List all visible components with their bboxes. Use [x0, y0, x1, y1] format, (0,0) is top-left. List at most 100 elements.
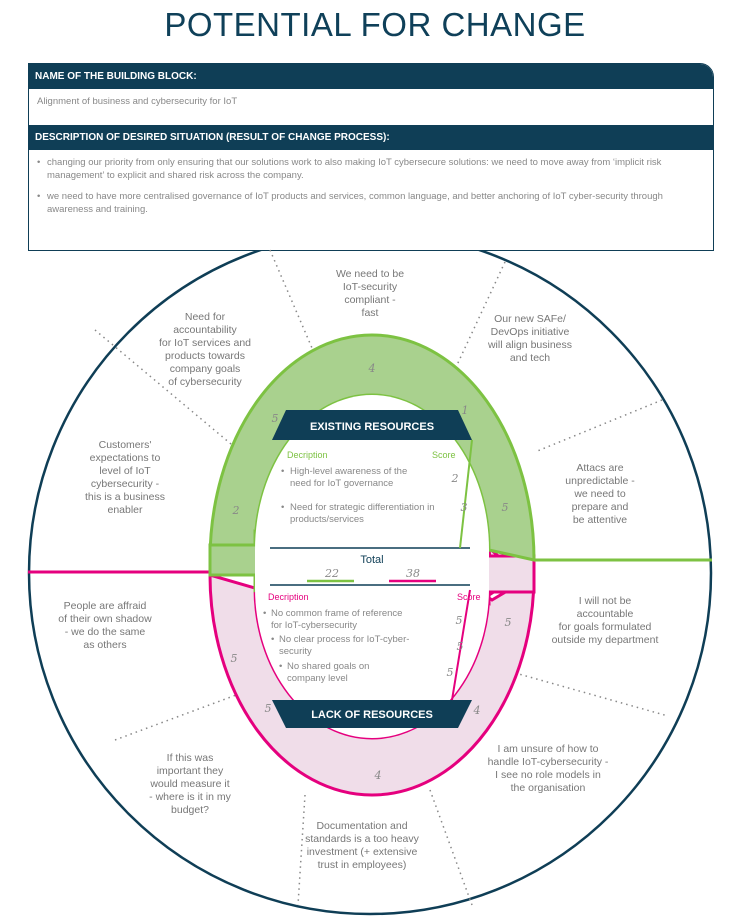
quote-text: would measure it [149, 778, 229, 790]
lack-item: No common frame of reference [271, 608, 402, 619]
quote-text: We need to be [336, 268, 404, 280]
dotted-divider [534, 399, 663, 453]
quote-text: company goals [170, 363, 241, 375]
quote-text: If this was [167, 752, 214, 764]
lack-arrow-score: 4 [473, 704, 481, 717]
lack-item: company level [287, 673, 348, 684]
lack-item: No clear process for IoT-cyber- [279, 634, 409, 645]
quote-text: unpredictable - [565, 475, 635, 487]
lack-item: No shared goals on [287, 661, 369, 672]
lack-arrow-score: 5 [505, 616, 512, 629]
desired-situation-label: DESCRIPTION OF DESIRED SITUATION (RESULT… [29, 125, 713, 150]
quote-text: - where is it in my [149, 791, 231, 803]
desired-situation-list: changing our priority from only ensuring… [29, 150, 713, 216]
lack-item-score: 5 [457, 640, 464, 653]
quote-text: the organisation [511, 782, 586, 794]
bullet: • [279, 661, 282, 672]
lack-score-label: Score [457, 592, 481, 602]
existing-score-label: Score [432, 450, 456, 460]
quote-text: investment (+ extensive [307, 846, 418, 858]
existing-item-score: 2 [451, 472, 459, 485]
quote-text: I see no role models in [495, 769, 601, 781]
quote-text: this is a business [85, 491, 165, 503]
existing-item: products/services [290, 514, 364, 525]
bullet: • [281, 502, 284, 513]
quote-text: important they [157, 765, 224, 777]
existing-item: Need for strategic differentiation in [290, 502, 435, 513]
quote-text: Our new SAFe/ [494, 313, 566, 325]
quote-text: will align business [487, 339, 572, 351]
quote-text: outside my department [552, 634, 659, 646]
quote-text: I will not be [579, 595, 632, 607]
quote-text: as others [83, 639, 126, 651]
bullet: • [281, 466, 284, 477]
existing-arrow-score: 5 [502, 501, 509, 514]
total-lack: 38 [406, 567, 420, 580]
quote-text: expectations to [90, 452, 161, 464]
bullet: • [263, 608, 266, 619]
lack-desc-label: Decription [268, 592, 309, 602]
quote-text: prepare and [572, 501, 629, 513]
lack-resources-title: LACK OF RESOURCES [311, 709, 433, 721]
lack-arrow-score: 5 [231, 652, 238, 665]
quote-text: People are affraid [64, 600, 147, 612]
page-title: POTENTIAL FOR CHANGE [164, 6, 586, 43]
quote-text: products towards [165, 350, 245, 362]
lack-resources-banner [272, 700, 472, 728]
quote-text: Documentation and [316, 820, 407, 832]
building-block-panel: NAME OF THE BUILDING BLOCK: Alignment of… [28, 63, 714, 251]
building-block-value: Alignment of business and cybersecurity … [37, 96, 238, 107]
quote-text: budget? [171, 804, 209, 816]
existing-arrow-score: 5 [272, 412, 279, 425]
quote-text: handle IoT-cybersecurity - [488, 756, 609, 768]
quote-text: enabler [107, 504, 143, 516]
quote-text: Need for [185, 311, 226, 323]
quote-text: we need to [573, 488, 626, 500]
dotted-divider [297, 794, 306, 906]
lack-item-score: 5 [456, 614, 463, 627]
quote-text: - we do the same [65, 626, 146, 638]
existing-item: need for IoT governance [290, 478, 393, 489]
bullet: • [271, 634, 274, 645]
lack-arrow-score: 4 [374, 769, 382, 782]
existing-score-divider [459, 439, 473, 549]
desired-item: changing our priority from only ensuring… [37, 156, 705, 182]
quote-text: and tech [510, 352, 550, 364]
lack-arrow-score: 5 [265, 702, 272, 715]
quote-text: for goals formulated [559, 621, 652, 633]
lack-score-divider [451, 589, 471, 701]
existing-resources-title: EXISTING RESOURCES [310, 421, 434, 433]
existing-arrow-score: 2 [232, 504, 240, 517]
quote-text: Attacs are [576, 462, 623, 474]
center-area [255, 395, 489, 738]
quote-text: standards is a too heavy [305, 833, 420, 845]
desired-item: we need to have more centralised governa… [37, 190, 705, 216]
quote-text: Customers' [99, 439, 152, 451]
quote-text: fast [362, 307, 379, 319]
quote-text: of their own shadow [58, 613, 152, 625]
quote-text: IoT-security [343, 281, 398, 293]
quote-text: trust in employees) [318, 859, 407, 871]
quote-text: for IoT services and [159, 337, 251, 349]
quote-text: of cybersecurity [168, 376, 242, 388]
existing-arrow-score: 4 [368, 362, 376, 375]
lack-item: security [279, 646, 312, 657]
building-block-label: NAME OF THE BUILDING BLOCK: [29, 64, 713, 89]
existing-resources-banner [272, 410, 472, 440]
existing-arrow-score: 1 [462, 404, 469, 417]
total-label: Total [360, 554, 383, 566]
existing-item: High-level awareness of the [290, 466, 407, 477]
lack-item: for IoT-cybersecurity [271, 620, 357, 631]
quote-text: cybersecurity - [91, 478, 160, 490]
dotted-divider [114, 687, 256, 741]
quote-text: be attentive [573, 514, 627, 526]
lack-item-score: 5 [447, 666, 454, 679]
quote-text: accountable [577, 608, 634, 620]
quote-text: level of IoT [99, 465, 151, 477]
quote-text: DevOps initiative [491, 326, 570, 338]
quote-text: compliant - [344, 294, 396, 306]
existing-item-score: 3 [461, 501, 468, 514]
existing-desc-label: Decription [287, 450, 328, 460]
quote-text: accountability [173, 324, 237, 336]
